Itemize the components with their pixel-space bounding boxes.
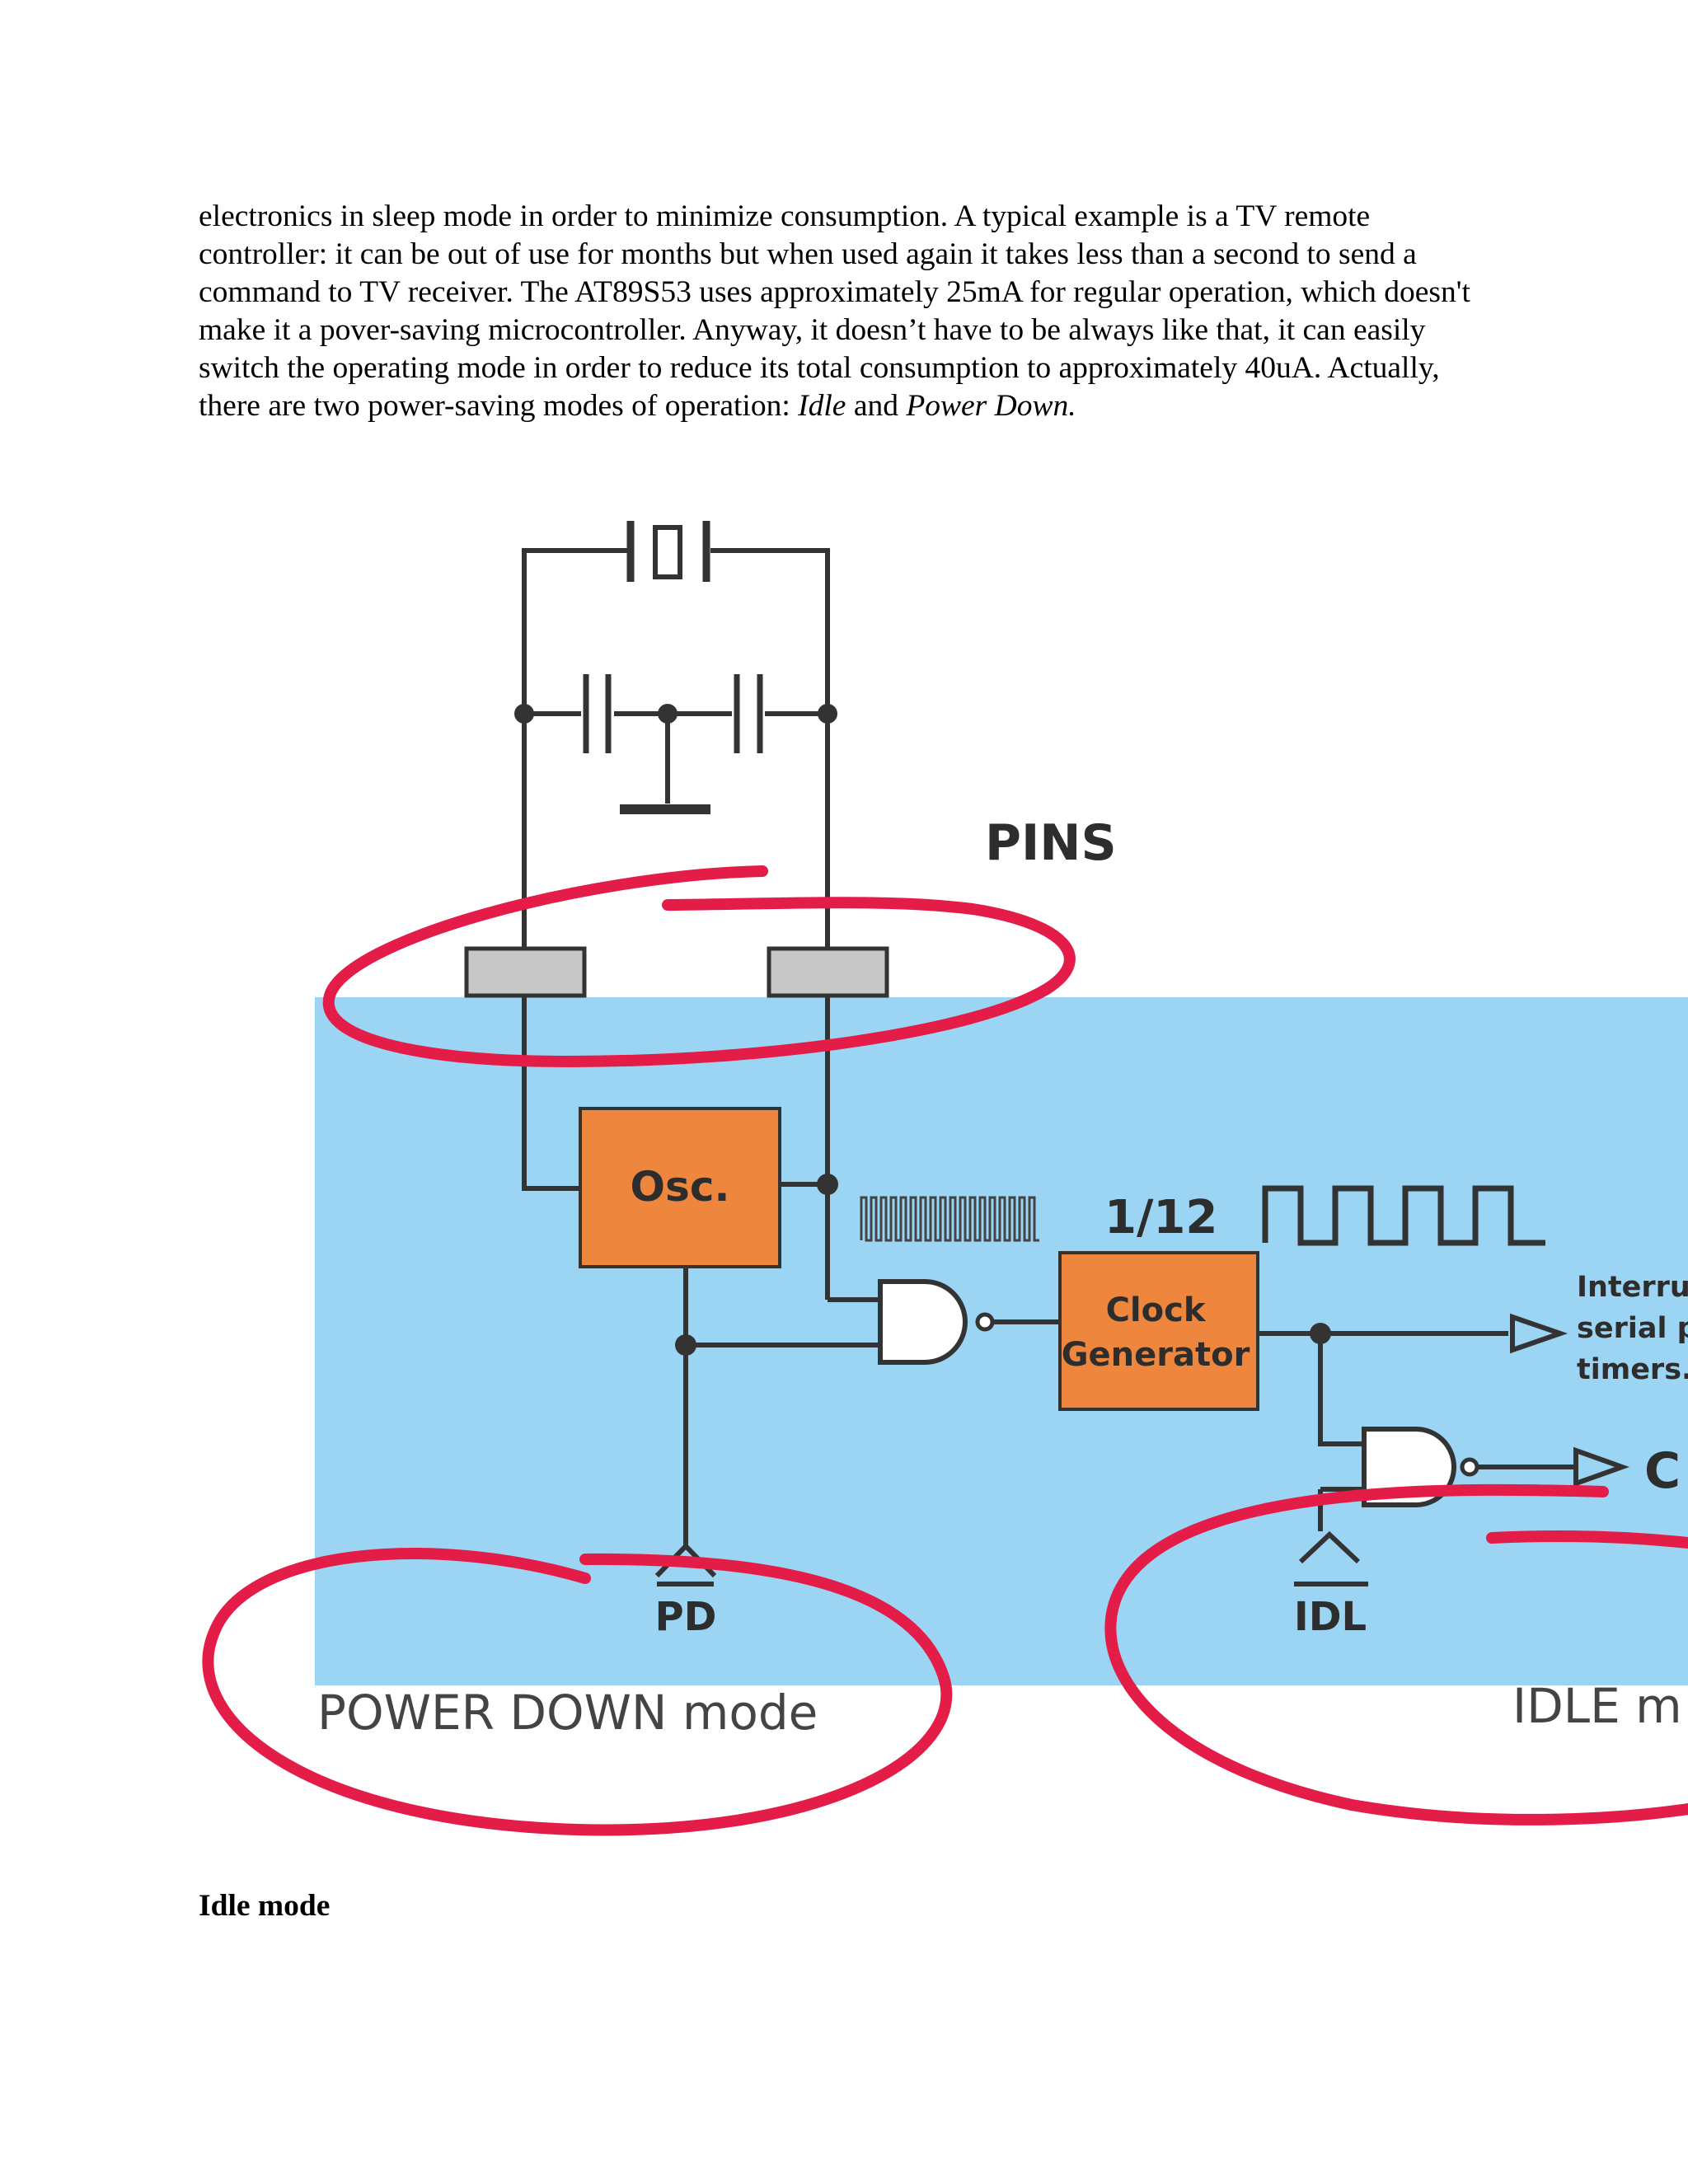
osc-label: Osc. <box>631 1163 730 1211</box>
pd-label: PD <box>654 1594 716 1640</box>
pin-right <box>767 946 889 998</box>
clock-generator-block <box>1058 1251 1259 1411</box>
idl-label: IDL <box>1294 1594 1367 1640</box>
clock-generator-line2: Generator <box>1062 1336 1250 1374</box>
capacitor-icon <box>514 674 837 814</box>
clock-generator-line1: Clock <box>1106 1291 1207 1329</box>
chip-background <box>315 997 1688 1685</box>
power-mode-diagram: PINS Osc. 1/12 Clock Generator Inte <box>0 494 1688 1838</box>
pin-left <box>464 946 587 998</box>
nand-gate-icon <box>878 1279 968 1365</box>
arrow-cpu-icon <box>1573 1446 1629 1488</box>
pins-label: PINS <box>985 814 1117 872</box>
diagram-svg: PINS Osc. 1/12 Clock Generator Inte <box>202 521 1688 1836</box>
arrow-peripherals-icon <box>1510 1313 1568 1354</box>
nand-inverter-bubble <box>975 1312 995 1332</box>
intro-paragraph-text: electronics in sleep mode in order to mi… <box>199 198 1493 425</box>
idle-highlight-ring <box>1104 1483 1688 1825</box>
fast-clock-waveform-icon <box>860 1196 1039 1242</box>
intro-paragraph: electronics in sleep mode in order to mi… <box>199 198 1493 425</box>
intro-text: electronics in sleep mode in order to mi… <box>199 199 1470 423</box>
interrupt-label-line3: timers. <box>1577 1353 1688 1386</box>
section-heading-idle-mode: Idle mode <box>199 1889 331 1923</box>
crystal-icon <box>522 521 830 1043</box>
idle-caption: IDLE m <box>1512 1678 1682 1734</box>
interrupt-label-line1: Interrup <box>1577 1271 1688 1304</box>
idle-term: Idle <box>798 389 846 423</box>
interrupt-label-line2: serial p <box>1577 1312 1688 1345</box>
cpu-label: C <box>1644 1442 1681 1500</box>
slow-clock-waveform-icon <box>1262 1185 1545 1246</box>
and-text: and <box>846 389 907 423</box>
power-down-caption: POWER DOWN mode <box>317 1685 818 1741</box>
power-down-highlight-ring <box>202 1548 953 1836</box>
nand-cpu-inverter-bubble <box>1460 1457 1479 1477</box>
oscillator-block <box>579 1107 781 1268</box>
power-down-term: Power Down. <box>906 389 1076 423</box>
divider-label: 1/12 <box>1104 1191 1217 1244</box>
pins-highlight-ring <box>322 865 1076 1068</box>
